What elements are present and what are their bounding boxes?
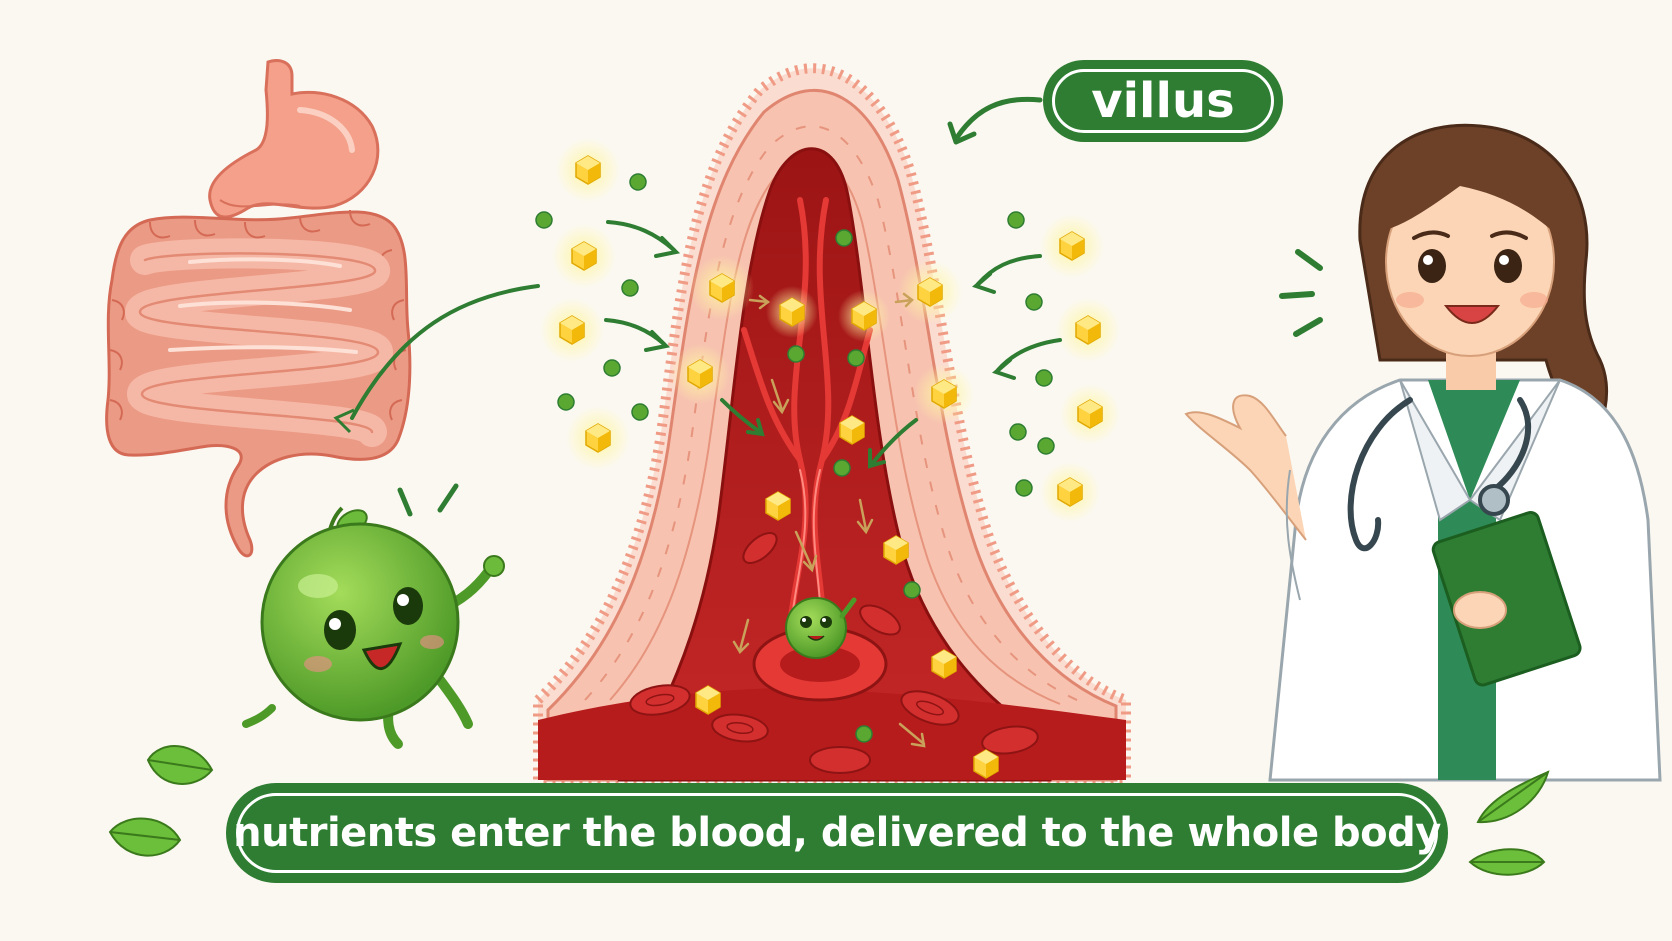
nutrient-glows [540, 138, 1120, 522]
small-mascot-icon [785, 597, 857, 659]
intestine-icon [105, 209, 412, 558]
inner-flow-arrows [732, 292, 926, 748]
green-mascot-icon [242, 483, 505, 749]
villus-label: villus [1043, 60, 1283, 142]
nutrient-dots [535, 173, 1055, 743]
villus-label-text: villus [1091, 73, 1235, 129]
doctor-icon [1184, 123, 1662, 782]
connector-line [350, 284, 540, 420]
caption-text: nutrients enter the blood, delivered to … [233, 810, 1441, 856]
caption-banner: nutrients enter the blood, delivered to … [226, 783, 1448, 883]
stomach-icon [208, 59, 380, 219]
label-arrow [955, 96, 1043, 139]
flow-arrows [604, 220, 1062, 469]
